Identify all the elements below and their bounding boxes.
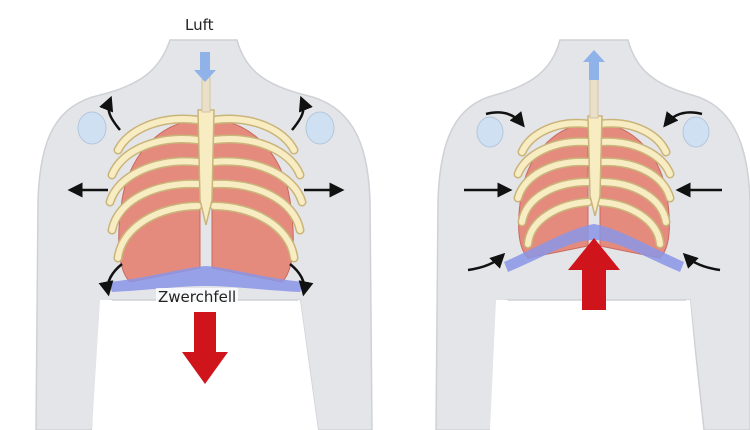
shoulder-joint-left-2 [306,112,334,144]
exhalation-panel [436,40,750,430]
shoulder-joint-left-1 [78,112,106,144]
shoulder-joint-right-1 [477,117,503,147]
inhalation-panel [36,40,372,430]
trachea-right [590,76,598,118]
shoulder-joint-right-2 [683,117,709,147]
diaphragm-arrow-down [182,312,228,384]
diaphragm-label: Zwerchfell [156,288,238,306]
air-label: Luft [185,16,214,34]
